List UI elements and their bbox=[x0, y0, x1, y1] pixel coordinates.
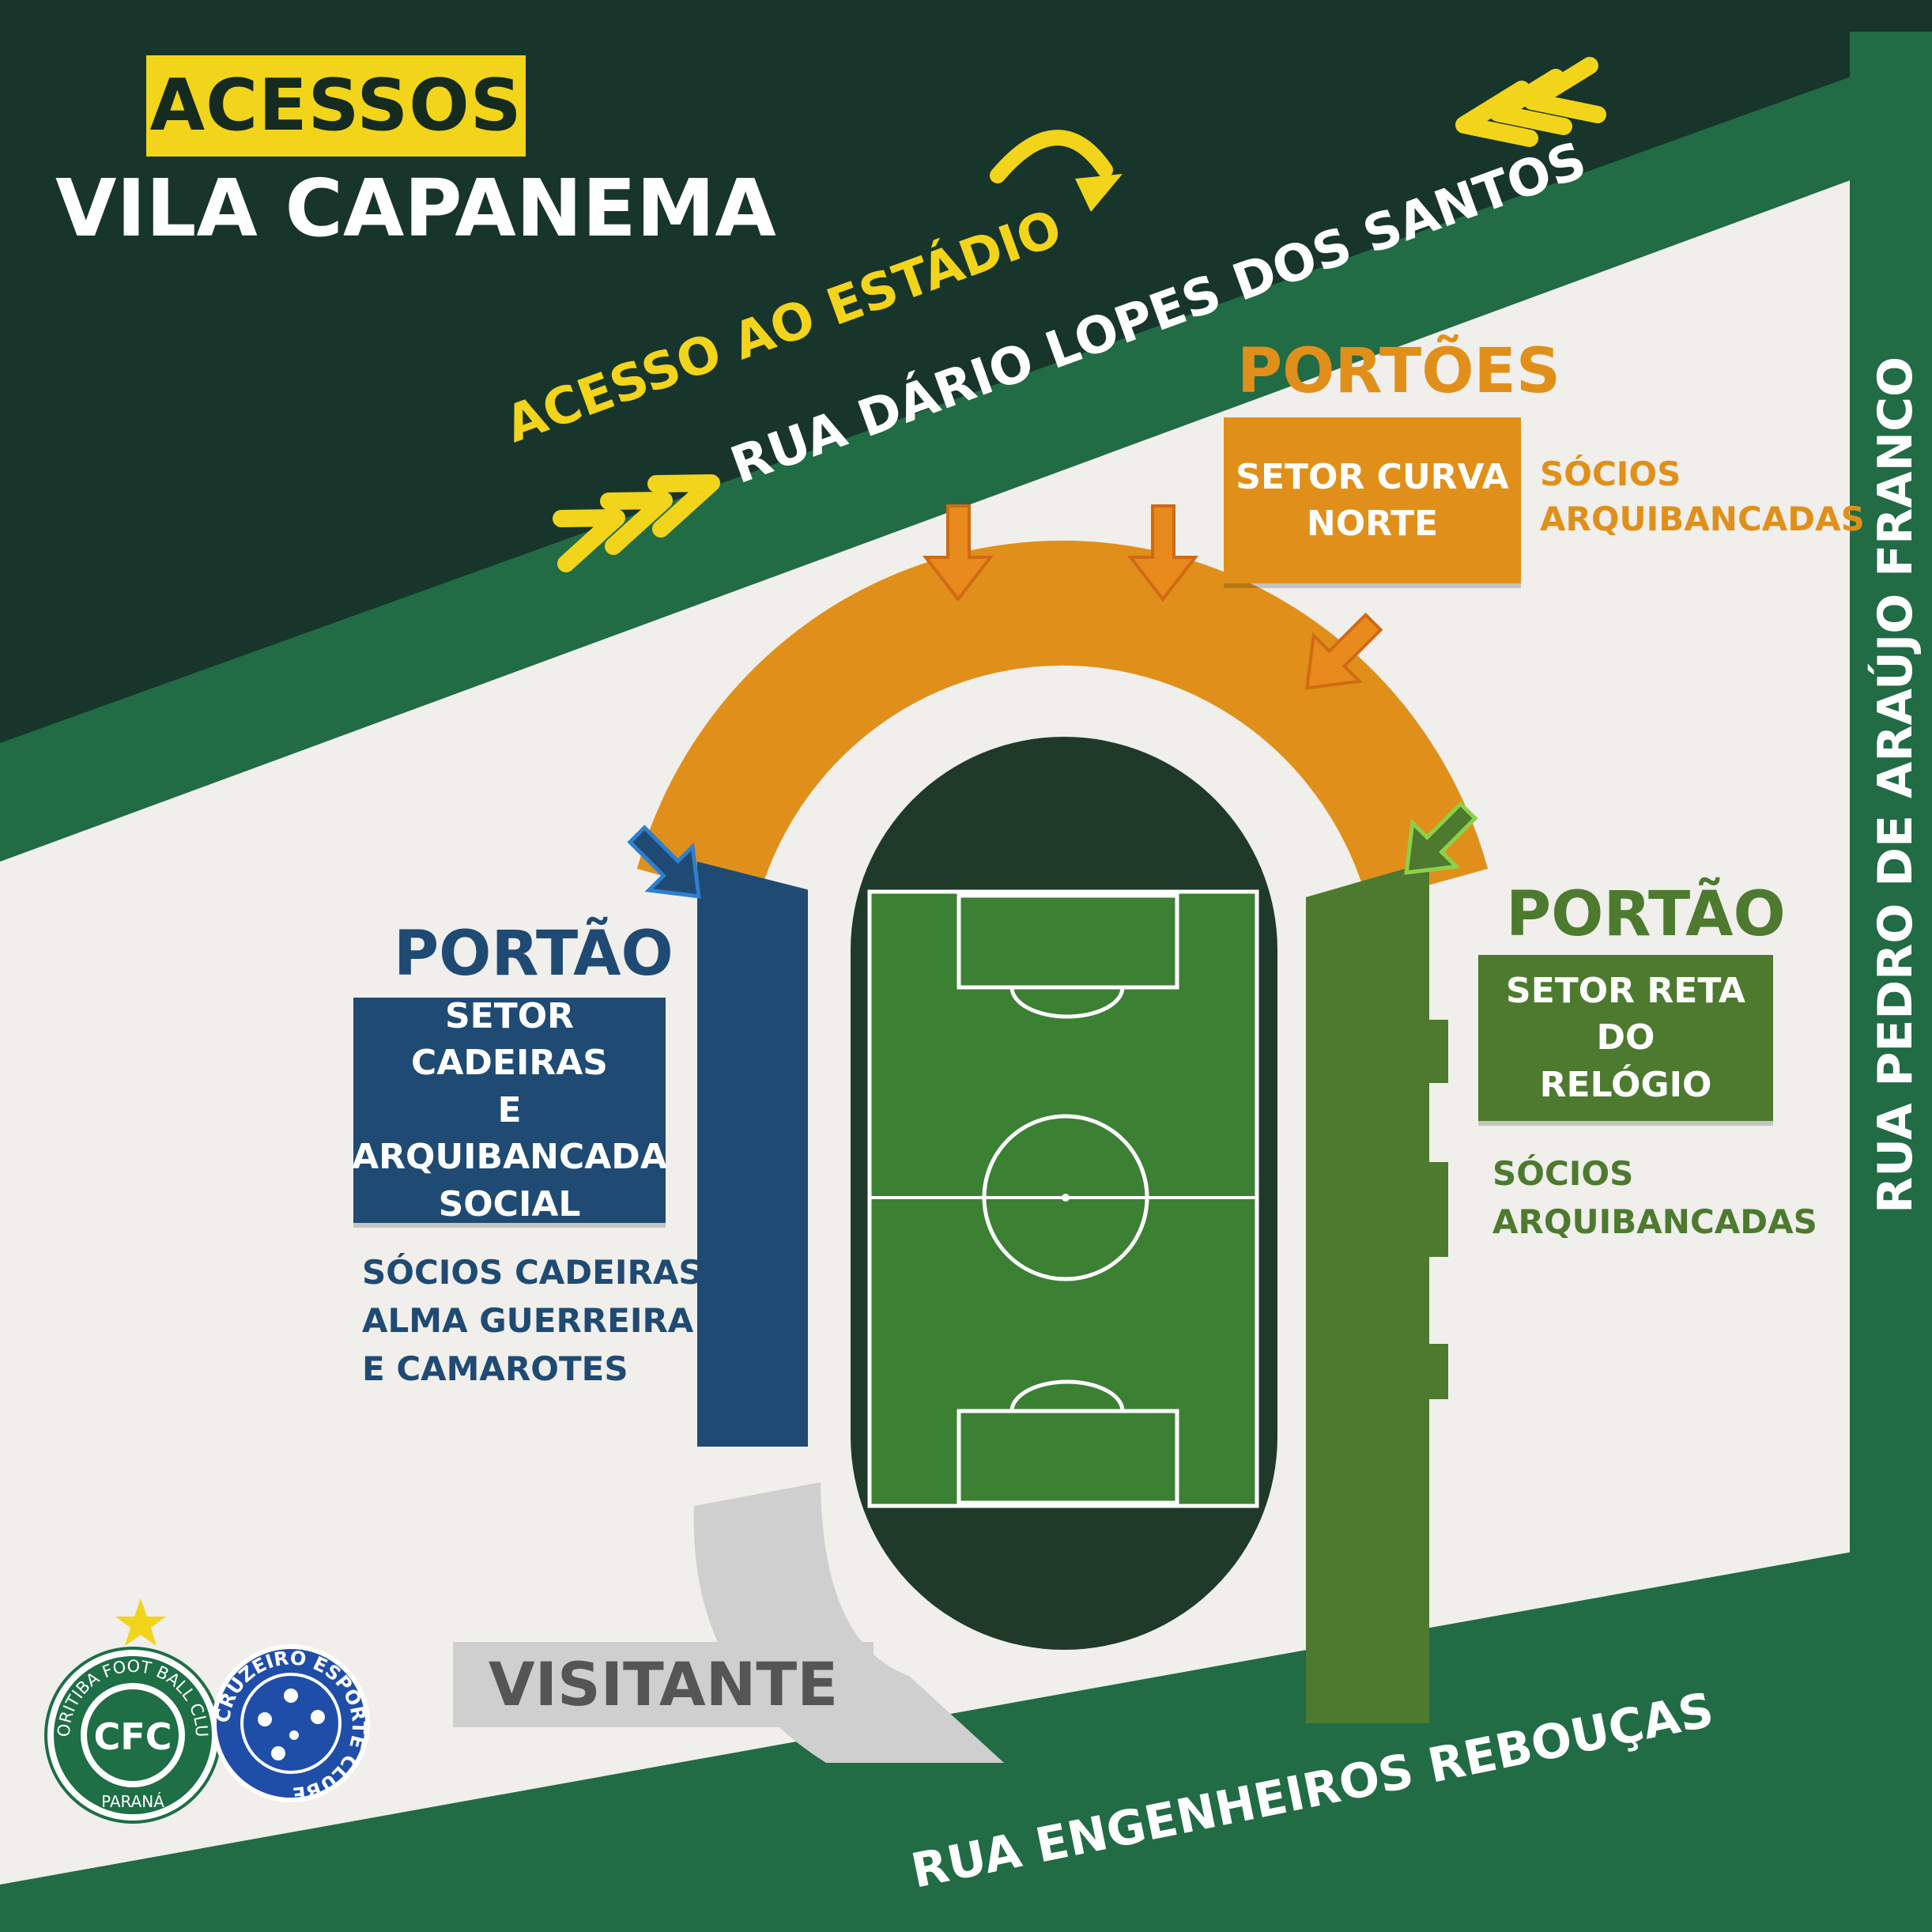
north-curve-sector-box: SETOR CURVA NORTE bbox=[1224, 417, 1521, 583]
curved-arrow-icon bbox=[990, 130, 1113, 183]
sector-east bbox=[1306, 862, 1448, 1723]
curved-arrow-icon bbox=[1075, 174, 1123, 212]
penalty-box-bottom bbox=[957, 1409, 1179, 1505]
east-sector-box: SETOR RETA DO RELÓGIO bbox=[1478, 955, 1773, 1121]
penalty-arc-bottom bbox=[1009, 1379, 1125, 1412]
page-title: ACESSOS bbox=[149, 64, 523, 147]
west-sector-note: SÓCIOS CADEIRAS, ALMA GUERREIRA E CAMARO… bbox=[362, 1253, 715, 1388]
page-subtitle: VILA CAPANEMA bbox=[55, 162, 776, 255]
star-icon bbox=[115, 1598, 166, 1646]
title-highlight bbox=[146, 55, 526, 157]
sector-west bbox=[697, 862, 808, 1447]
west-sector-label: SETOR CADEIRAS E ARQUIBANCADA SOCIAL bbox=[352, 996, 667, 1224]
center-circle bbox=[982, 1114, 1149, 1281]
north-curve-note: SÓCIOS ARQUIBANCADAS bbox=[1540, 455, 1865, 538]
east-sector-label: SETOR RETA DO RELÓGIO bbox=[1506, 970, 1745, 1105]
visitors-sector-box: VISITANTE bbox=[453, 1642, 874, 1727]
coritiba-state: PARANÁ bbox=[101, 1792, 164, 1811]
north-curve-sector-label: SETOR CURVA NORTE bbox=[1236, 456, 1509, 544]
visitors-sector-label: VISITANTE bbox=[488, 1648, 839, 1719]
dark-green-corner bbox=[0, 0, 1932, 751]
down-arrow-icon bbox=[922, 504, 994, 602]
street-label-east: RUA PEDRO DE ARAÚJO FRANCO bbox=[1867, 357, 1923, 1213]
penalty-arc-top bbox=[1009, 987, 1125, 1019]
east-sector-note: SÓCIOS ARQUIBANCADAS bbox=[1492, 1154, 1817, 1241]
chevron-left-icon bbox=[1455, 57, 1606, 147]
down-arrow-icon bbox=[1304, 612, 1383, 690]
center-spot bbox=[1062, 1194, 1070, 1202]
north-gates-heading: PORTÕES bbox=[1237, 336, 1561, 407]
chevron-right-icon bbox=[553, 474, 720, 572]
sector-north-curve bbox=[636, 541, 1489, 903]
down-arrow-icon bbox=[627, 824, 701, 899]
down-arrow-icon bbox=[1404, 801, 1478, 875]
coritiba-monogram: CFC bbox=[94, 1715, 172, 1758]
east-gate-heading: PORTÃO bbox=[1506, 879, 1786, 950]
penalty-box-top bbox=[957, 893, 1179, 990]
down-arrow-icon bbox=[1126, 504, 1199, 602]
cruzeiro-logo: CRUZEIRO ESPORTE CLUBE bbox=[212, 1644, 370, 1806]
street-band-north bbox=[0, 47, 1932, 862]
star-icon bbox=[258, 1689, 325, 1760]
west-gate-heading: PORTÃO bbox=[394, 919, 674, 990]
west-sector-box: SETOR CADEIRAS E ARQUIBANCADA SOCIAL bbox=[352, 996, 667, 1224]
